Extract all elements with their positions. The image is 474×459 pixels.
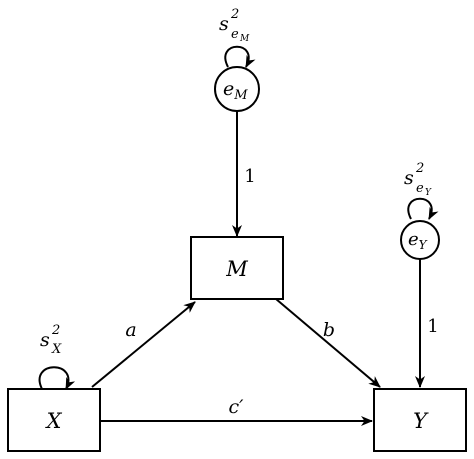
e-y-node-label: eY <box>408 229 428 252</box>
e-m-node-label: eM <box>223 78 248 103</box>
y-node-label: Y <box>413 409 429 433</box>
m-node <box>190 236 284 300</box>
path-a-label: a <box>125 319 136 341</box>
path-c-prime-label: c′ <box>229 396 245 418</box>
e-y-to-y-loading-label: 1 <box>427 316 438 337</box>
y-node <box>373 388 467 452</box>
m-node-label: M <box>225 257 248 281</box>
x-variance-loop <box>38 366 76 390</box>
e-m-to-m-loading-label: 1 <box>244 166 255 187</box>
x-variance-label: s 2 X <box>40 317 66 357</box>
x-node-label: X <box>45 409 63 433</box>
e-y-node <box>400 220 440 260</box>
e-m-node <box>214 66 260 112</box>
e-m-variance-loop <box>224 45 256 68</box>
path-a-arrow <box>91 301 196 388</box>
path-b-arrow <box>275 298 381 388</box>
e-y-variance-loop <box>407 197 439 220</box>
x-node <box>7 388 101 452</box>
e-m-variance-label: s 2 e M <box>219 1 250 44</box>
e-y-variance-label: s 2 e Y <box>404 155 432 198</box>
path-b-label: b <box>323 319 335 341</box>
